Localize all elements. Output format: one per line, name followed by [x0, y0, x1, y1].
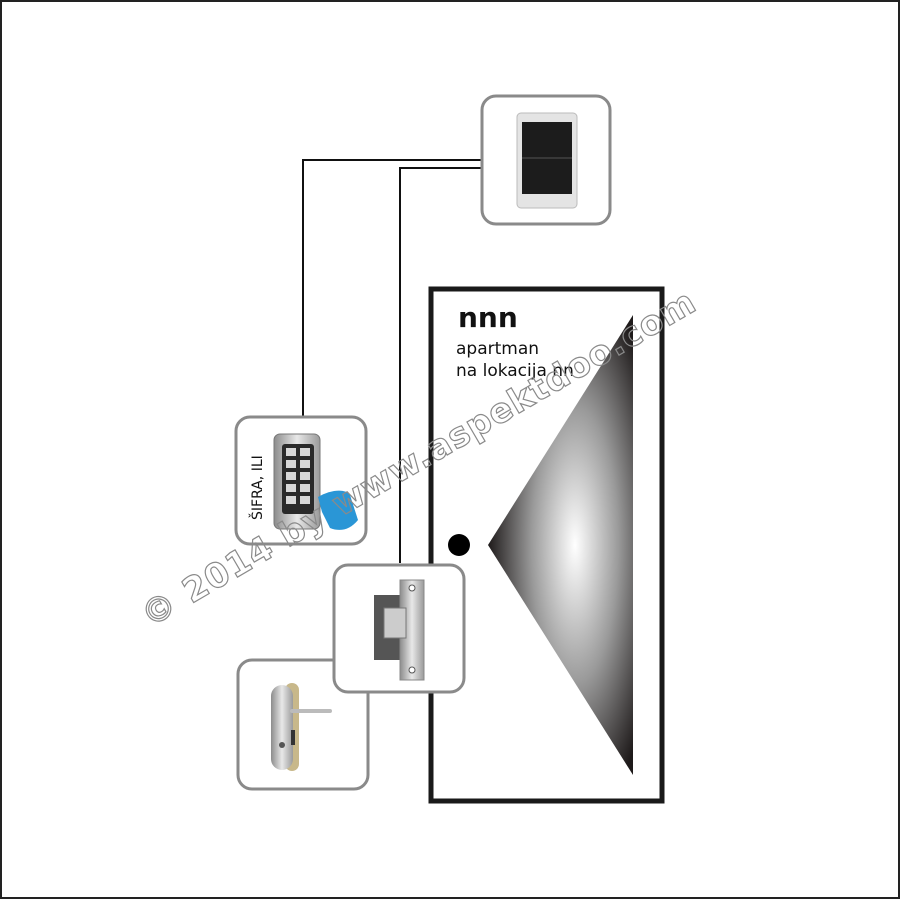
- keypad-box: ŠIFRA, ILI: [234, 415, 368, 546]
- wire-keypad: [302, 159, 482, 417]
- strike-box: [332, 563, 466, 694]
- door-line2: na lokacija nn: [456, 361, 574, 381]
- door-knob: [448, 534, 470, 556]
- door: nnn apartman na lokacija nn: [428, 286, 665, 804]
- door-swing-triangle: [488, 315, 633, 775]
- hand-icon: [318, 490, 358, 530]
- handle-box: [236, 658, 370, 791]
- keypad-label: ŠIFRA, ILI: [248, 455, 266, 520]
- cabinet-box: [480, 94, 612, 226]
- wires: [302, 159, 482, 563]
- door-title: nnn: [458, 301, 518, 334]
- keypad-icon: [273, 433, 321, 530]
- electric-strike-icon: [374, 579, 425, 681]
- wire-strike: [399, 167, 482, 563]
- door-line1: apartman: [456, 339, 539, 359]
- door-handle-icon: [271, 683, 332, 771]
